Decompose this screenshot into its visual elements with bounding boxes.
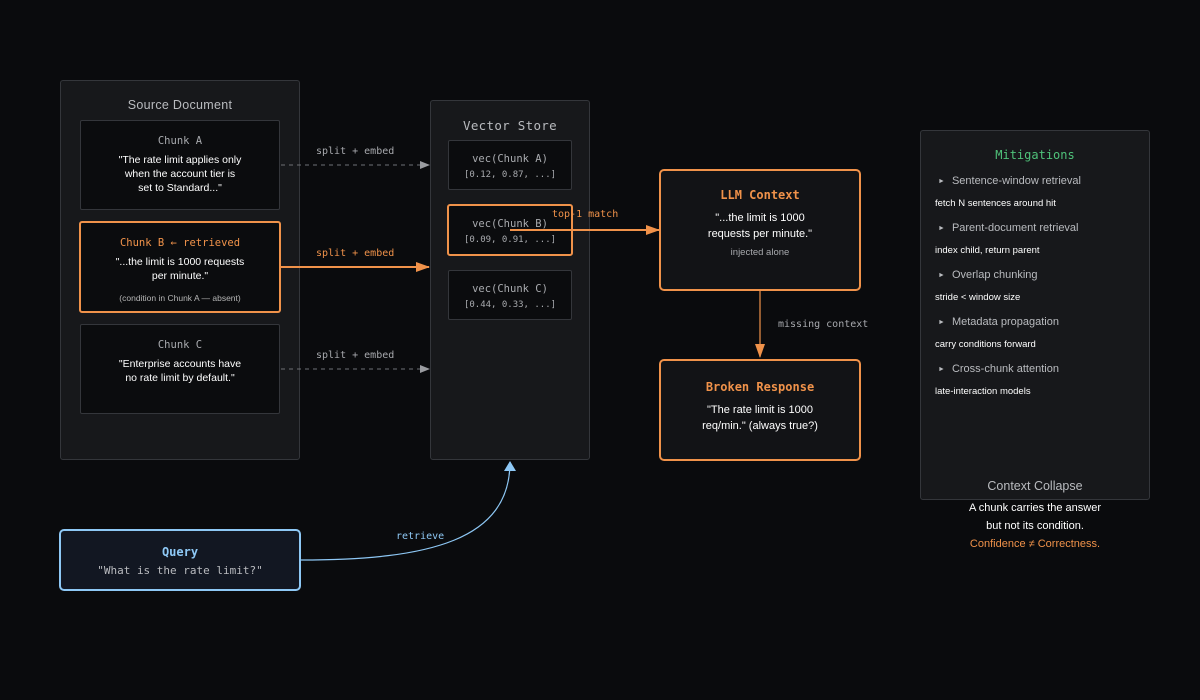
llm-context-box: LLM Context "...the limit is 1000 reques… (659, 169, 861, 291)
broken-response-title: Broken Response (705, 380, 815, 394)
mitigation-item-1: ►Sentence-window retrieval (938, 175, 1081, 187)
split-embed-label-b: split + embed (316, 248, 395, 259)
top1-match-label: top-1 match (552, 209, 619, 220)
summary-title: Context Collapse (987, 479, 1083, 493)
query-text: "What is the rate limit?" (97, 564, 263, 577)
retrieve-label: retrieve (396, 531, 445, 542)
vector-a-name: vec(Chunk A) (472, 153, 548, 165)
chunk-c-text: "Enterprise accounts have no rate limit … (118, 358, 242, 384)
chunk-b-card: Chunk B ← retrieved "...the limit is 100… (79, 221, 281, 313)
mitigation-item-4: ►Metadata propagation (938, 316, 1059, 328)
missing-context-label: missing context (778, 319, 869, 330)
mitigation-detail-3: stride < window size (935, 292, 1021, 303)
vector-b-values: [0.09, 0.91, ...] (463, 235, 557, 245)
bullet-triangle-icon: ► (938, 366, 945, 373)
bullet-triangle-icon: ► (938, 272, 945, 279)
query-box: Query "What is the rate limit?" (59, 529, 301, 591)
mitigation-detail-4: carry conditions forward (935, 339, 1036, 350)
vector-a-values: [0.12, 0.87, ...] (463, 170, 557, 180)
chunk-b-title: Chunk B ← retrieved (119, 237, 241, 249)
llm-context-note: injected alone (730, 247, 790, 258)
chunk-b-text: "...the limit is 1000 requests per minut… (115, 256, 245, 282)
mitigation-item-2: ►Parent-document retrieval (938, 222, 1079, 234)
summary-line-3: Confidence ≠ Correctness. (969, 538, 1101, 550)
split-embed-label-c: split + embed (316, 350, 395, 361)
broken-response-text: "The rate limit is 1000 req/min." (alway… (702, 404, 818, 432)
mitigation-item-3: ►Overlap chunking (938, 269, 1038, 281)
bullet-triangle-icon: ► (938, 319, 945, 326)
summary-line-1: A chunk carries the answer (968, 502, 1102, 514)
mitigation-detail-5: late-interaction models (935, 386, 1031, 397)
vector-c-card: vec(Chunk C) [0.44, 0.33, ...] (448, 270, 572, 320)
vector-c-name: vec(Chunk C) (472, 283, 548, 295)
summary-line-2: but not its condition. (986, 520, 1084, 532)
llm-context-text: "...the limit is 1000 requests per minut… (707, 212, 813, 240)
split-embed-label-a: split + embed (316, 146, 395, 157)
mitigations-panel: Mitigations (920, 130, 1150, 500)
mitigation-item-5: ►Cross-chunk attention (938, 363, 1059, 375)
vector-b-name: vec(Chunk B) (472, 218, 548, 230)
source-document-title: Source Document (127, 98, 233, 112)
mitigation-detail-2: index child, return parent (935, 245, 1040, 256)
chunk-c-title: Chunk C (157, 339, 203, 351)
llm-context-title: LLM Context (720, 188, 800, 202)
vector-c-values: [0.44, 0.33, ...] (463, 300, 557, 310)
chunk-c-card: Chunk C "Enterprise accounts have no rat… (80, 324, 280, 414)
chunk-b-note: (condition in Chunk A — absent) (119, 293, 241, 303)
broken-response-box: Broken Response "The rate limit is 1000 … (659, 359, 861, 461)
chunk-a-card: Chunk A "The rate limit applies only whe… (80, 120, 280, 210)
query-title: Query (161, 545, 199, 559)
bullet-triangle-icon: ► (938, 178, 945, 185)
mitigations-title: Mitigations (995, 148, 1075, 162)
vector-store-title: Vector Store (463, 118, 557, 133)
vector-a-card: vec(Chunk A) [0.12, 0.87, ...] (448, 140, 572, 190)
chunk-a-text: "The rate limit applies only when the ac… (118, 154, 242, 194)
mitigation-detail-1: fetch N sentences around hit (935, 198, 1056, 209)
bullet-triangle-icon: ► (938, 225, 945, 232)
retrieve-arrow (300, 461, 516, 561)
chunk-a-title: Chunk A (157, 135, 203, 147)
